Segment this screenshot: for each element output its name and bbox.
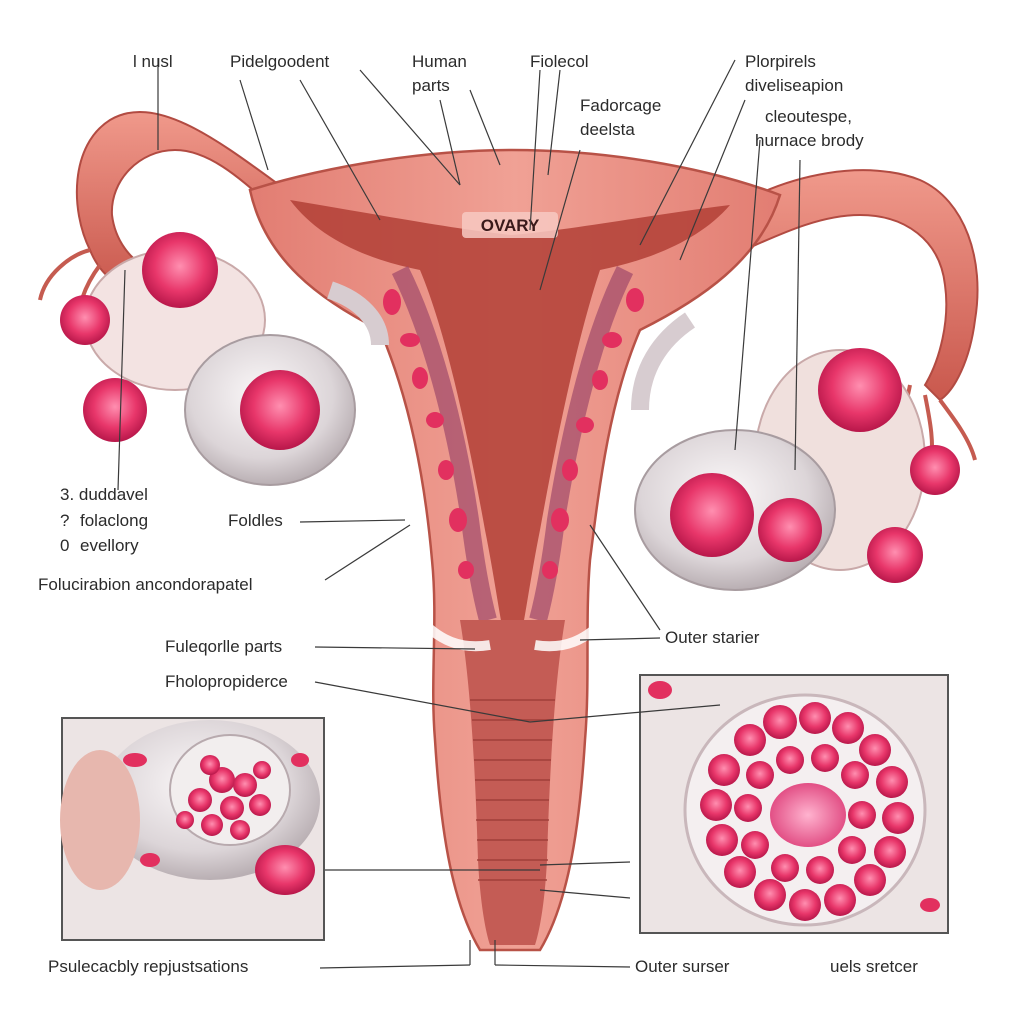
label-top-7-line2: hurnace brody bbox=[755, 131, 864, 150]
label-left-2: folaclong bbox=[80, 511, 149, 530]
label-top-3-line2: parts bbox=[412, 76, 450, 95]
label-follicles: Foldles bbox=[228, 511, 283, 530]
label-long-left: Folucirabion ancondorapatel bbox=[38, 575, 253, 594]
label-left-1: 3. duddavel bbox=[60, 485, 148, 504]
label-mid-2: Fholopropiderce bbox=[165, 672, 288, 691]
label-top-6-line2: diveliseapion bbox=[745, 76, 844, 95]
label-bottom-left: Psulecacbly repjustsations bbox=[48, 957, 249, 976]
label-top-5-line1: Fadorcage bbox=[580, 96, 662, 115]
right-ovary bbox=[631, 312, 960, 591]
label-bottom-right: uels sretcer bbox=[830, 957, 918, 976]
inset-right-follicles bbox=[700, 702, 914, 921]
uterus bbox=[248, 148, 782, 952]
left-ovary bbox=[60, 232, 389, 486]
label-top-3-line1: Human bbox=[412, 52, 467, 71]
inset-right bbox=[639, 674, 949, 934]
label-top-5-line2: deelsta bbox=[580, 120, 635, 139]
ovary-label-box bbox=[462, 212, 558, 238]
label-mid-1: Fuleqorlle parts bbox=[165, 637, 283, 656]
label-top-1: l nusl bbox=[133, 52, 173, 71]
oocyte bbox=[770, 783, 846, 847]
leader-lines bbox=[117, 58, 801, 969]
right-follicle-2 bbox=[758, 498, 822, 562]
label-left-2-prefix: ? bbox=[60, 511, 70, 530]
label-top-7-line1: cleoutespe, bbox=[765, 107, 852, 126]
label-left-3-prefix: 0 bbox=[60, 536, 70, 555]
center-label: OVARY bbox=[481, 216, 540, 235]
label-top-4: Fiolecol bbox=[530, 52, 589, 71]
uterine-cavity bbox=[290, 200, 730, 640]
label-right-mid: Outer starier bbox=[665, 628, 760, 647]
inset-left bbox=[60, 717, 325, 941]
label-top-2: Pidelgoodent bbox=[230, 52, 330, 71]
left-follicle bbox=[240, 370, 320, 450]
right-follicle-1 bbox=[670, 473, 754, 557]
inset-left-follicles bbox=[176, 755, 271, 840]
cervical-canal bbox=[460, 620, 565, 945]
label-bottom-mid: Outer surser bbox=[635, 957, 730, 976]
label-left-3: evellory bbox=[80, 536, 139, 555]
label-top-6-line1: Plorpirels bbox=[745, 52, 816, 71]
wall-spots bbox=[383, 288, 644, 579]
